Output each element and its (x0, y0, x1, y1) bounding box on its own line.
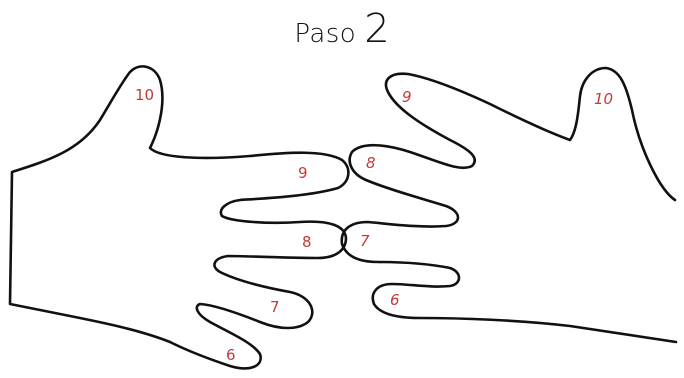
right-middle-number: 8 (366, 154, 376, 172)
right-index-number: 9 (402, 88, 412, 106)
left-hand: 10 9 8 7 6 (10, 66, 348, 368)
right-thumb-number: 10 (594, 90, 613, 108)
right-ring-number: 7 (360, 232, 370, 250)
left-middle-number: 8 (302, 233, 312, 251)
left-thumb-number: 10 (135, 86, 154, 104)
left-pinky-number: 6 (226, 346, 236, 364)
left-ring-number: 7 (270, 298, 280, 316)
left-hand-outline (10, 66, 348, 368)
right-pinky-number: 6 (390, 291, 400, 309)
right-hand: 10 9 8 7 6 (342, 68, 676, 342)
left-index-number: 9 (298, 164, 308, 182)
